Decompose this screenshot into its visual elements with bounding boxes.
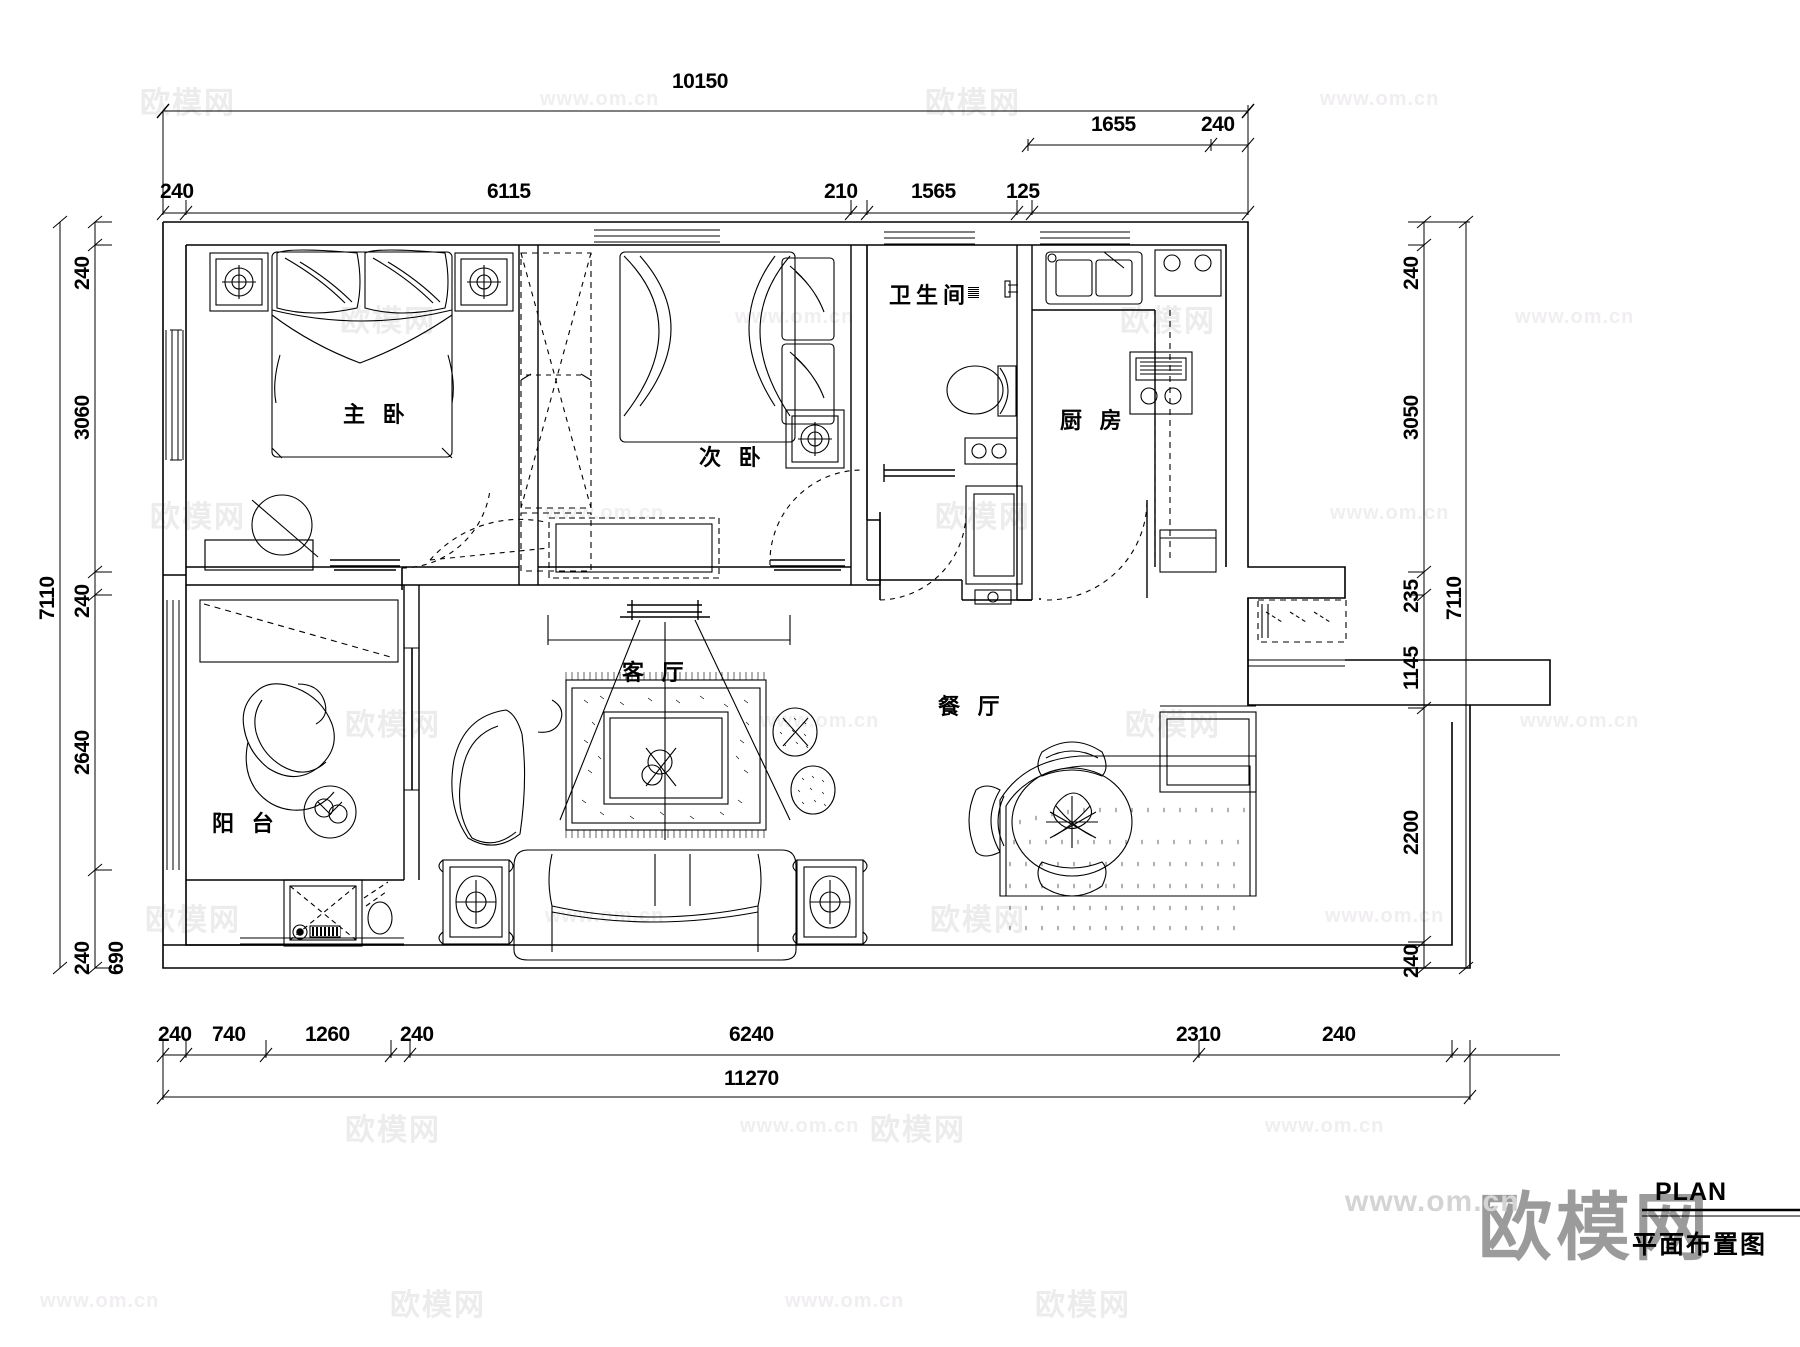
dim-top-total: 10150 (672, 70, 728, 93)
dim-top-chain-1565: 1565 (911, 180, 956, 203)
dim-top-chain-6115: 6115 (487, 180, 531, 203)
dim-bottom-240a: 240 (158, 1023, 192, 1046)
dim-right-240b: 240 (1400, 944, 1423, 978)
dim-top-1655: 1655 (1091, 113, 1136, 136)
dim-right-2200: 2200 (1400, 810, 1423, 855)
dim-left-total-7110: 7110 (36, 576, 59, 620)
appliance-brand-mark (312, 927, 340, 936)
room-label-second-bedroom: 次 卧 (699, 446, 766, 471)
dim-bottom-740: 740 (212, 1023, 246, 1046)
dim-bottom-2310: 2310 (1176, 1023, 1221, 1046)
dim-top-240b: 240 (1201, 113, 1235, 136)
dim-left-240c: 240 (71, 941, 94, 975)
room-label-dining-room: 餐 厅 (938, 695, 1005, 720)
dim-bottom-240c: 240 (1322, 1023, 1356, 1046)
dim-top-chain-240: 240 (160, 180, 194, 203)
dim-left-3060: 3060 (71, 395, 94, 440)
dim-bottom-total-11270: 11270 (724, 1067, 779, 1090)
plan-title-cn: 平面布置图 (1632, 1230, 1768, 1259)
dim-bottom-240b: 240 (400, 1023, 434, 1046)
dim-left-240b: 240 (71, 584, 94, 618)
bathroom-hatch-icon (968, 287, 979, 298)
dim-right-235: 235 (1400, 579, 1423, 613)
dim-bottom-1260: 1260 (305, 1023, 350, 1046)
dim-left-690: 690 (105, 941, 128, 975)
dim-right-3050: 3050 (1400, 395, 1423, 440)
dim-top-chain-210: 210 (824, 180, 858, 203)
plan-title-en: PLAN (1655, 1178, 1728, 1206)
dim-left-2640: 2640 (71, 730, 94, 775)
room-label-bathroom: 卫生间 (889, 284, 971, 309)
room-label-balcony: 阳 台 (212, 812, 279, 837)
dim-top-chain-125: 125 (1006, 180, 1040, 203)
dim-right-1145: 1145 (1400, 646, 1423, 690)
room-label-master-bedroom: 主 卧 (343, 403, 410, 428)
room-label-living-room: 客 厅 (622, 661, 689, 686)
room-label-kitchen: 厨 房 (1060, 409, 1127, 434)
dim-right-240a: 240 (1400, 256, 1423, 290)
dim-bottom-6240: 6240 (729, 1023, 774, 1046)
dim-right-total-7110: 7110 (1443, 576, 1466, 620)
dim-left-240a: 240 (71, 256, 94, 290)
